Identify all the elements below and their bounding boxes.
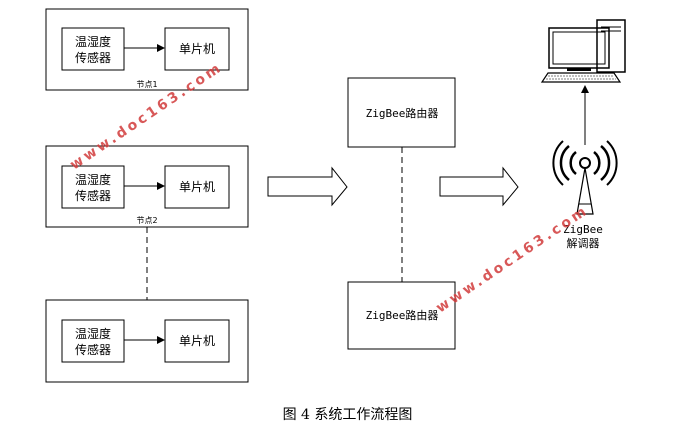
figure-caption: 图 4 系统工作流程图 (282, 407, 413, 423)
mcu-box (164, 319, 230, 363)
sensor-label-line2: 传感器 (75, 188, 111, 203)
sensor-node-1: 温湿度 传感器 单片机 节点1 (45, 8, 249, 91)
sensor-label-line1: 温湿度 (75, 172, 111, 187)
node-label: 节点1 (136, 80, 157, 89)
mcu-label: 单片机 (179, 334, 215, 348)
router-box (347, 281, 456, 350)
sensor-box (61, 319, 125, 363)
router-label: ZigBee路由器 (366, 308, 439, 322)
antenna-tower-icon (552, 140, 618, 215)
block-arrow-routers-to-demodulator (439, 166, 519, 207)
sensor-label-line2: 传感器 (75, 50, 111, 65)
block-arrow-nodes-to-routers (267, 166, 348, 207)
node-frame (45, 8, 249, 91)
router-2: ZigBee路由器 (347, 281, 456, 350)
mcu-box (164, 165, 230, 209)
sensor-box (61, 27, 125, 71)
router-1: ZigBee路由器 (347, 77, 456, 148)
watermark-text: www.doc163.com (67, 59, 225, 173)
node-frame (45, 299, 249, 383)
sensor-node-2: 温湿度 传感器 单片机 节点2 (45, 145, 249, 228)
sensor-label-line1: 温湿度 (75, 34, 111, 49)
node-label: 节点2 (136, 216, 157, 225)
watermark-text: www.doc163.com (433, 202, 591, 316)
mcu-label: 单片机 (179, 180, 215, 194)
mcu-label: 单片机 (179, 42, 215, 56)
computer-icon (540, 19, 626, 83)
sensor-label-line1: 温湿度 (75, 326, 111, 341)
mcu-box (164, 27, 230, 71)
sensor-node-3: 温湿度 传感器 单片机 (45, 299, 249, 383)
demodulator-label-line2: 解调器 (567, 236, 600, 250)
router-label: ZigBee路由器 (366, 106, 439, 120)
sensor-label-line2: 传感器 (75, 342, 111, 357)
demodulator-label-line1: ZigBee (563, 223, 603, 236)
sensor-box (61, 165, 125, 209)
